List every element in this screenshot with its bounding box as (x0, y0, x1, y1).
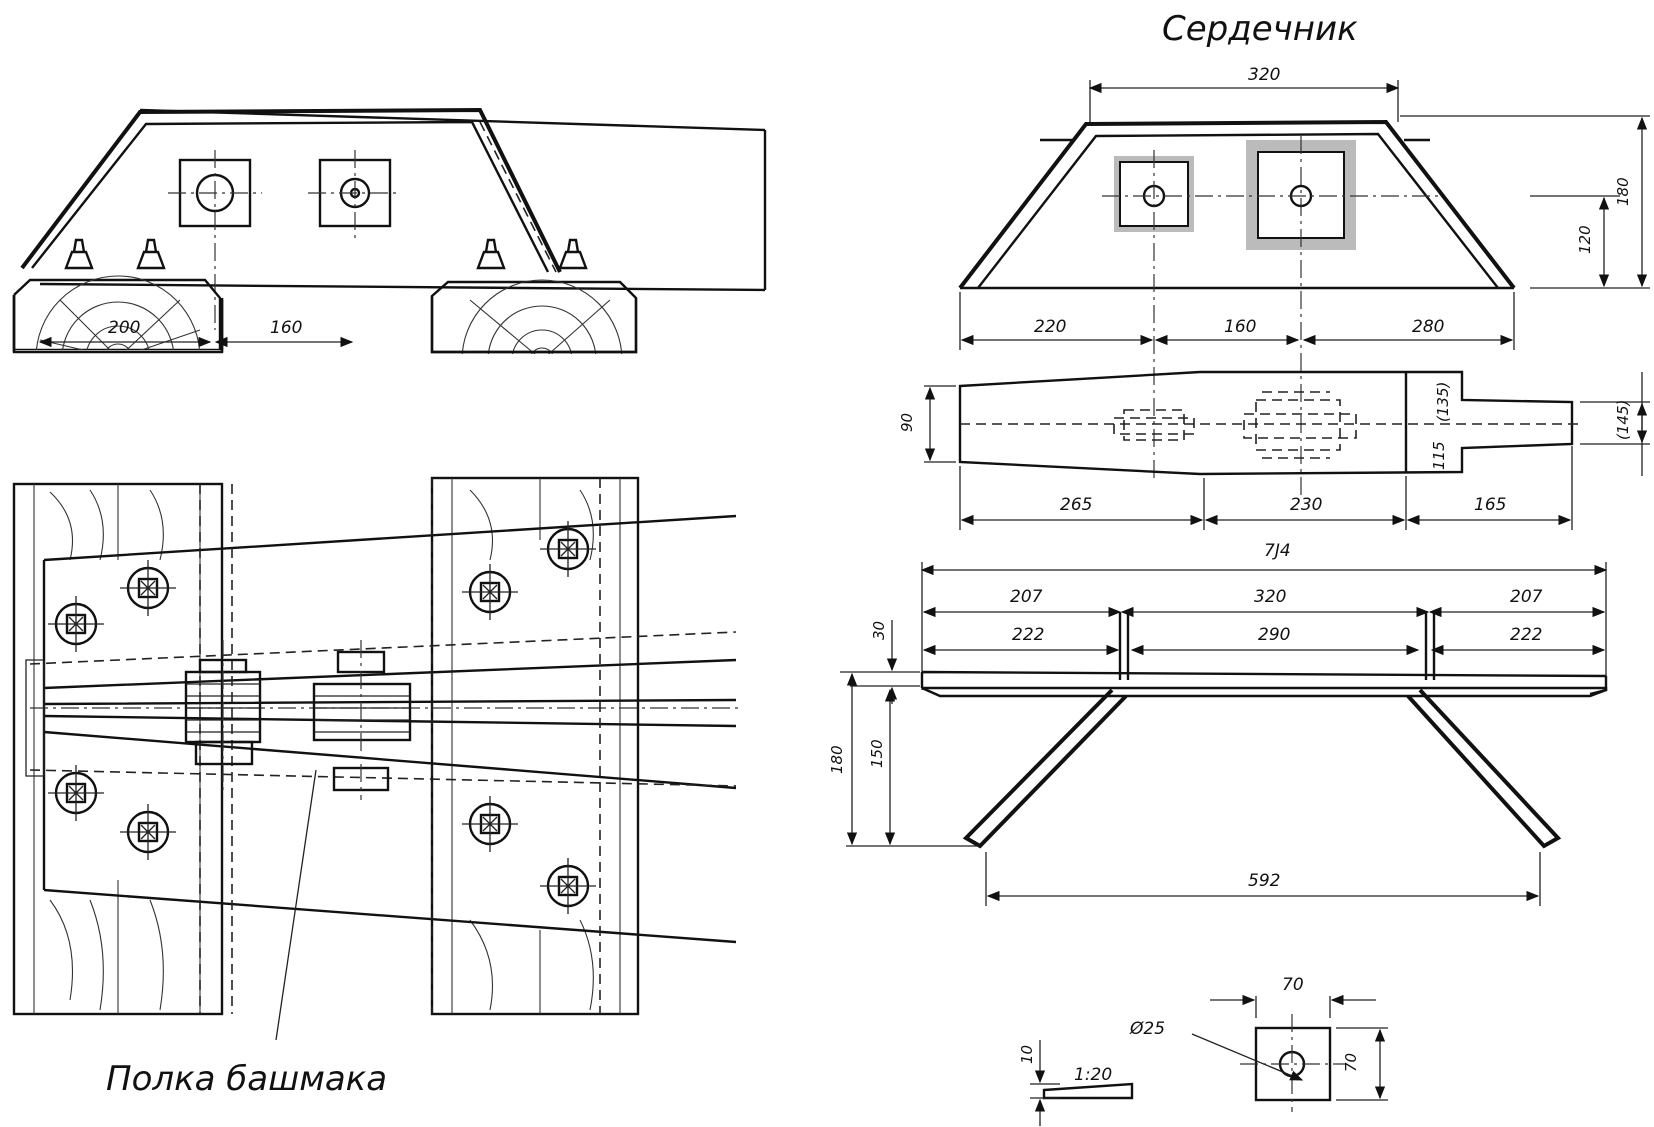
nut-icons (64, 238, 588, 270)
dim-150: 150 (868, 739, 886, 768)
dim-265: 265 (1060, 495, 1092, 515)
dim-115: 115 (1430, 441, 1448, 470)
dim-160-left: 160 (270, 318, 302, 338)
dim-70-top: 70 (1282, 975, 1304, 995)
dim-280: 280 (1412, 317, 1444, 337)
dim-diameter: Ø25 (1129, 1019, 1165, 1039)
dim-320-mid: 320 (1254, 587, 1286, 607)
core-bracket: 7Ј4 207 320 207 222 290 222 30 180 150 5 (828, 541, 1608, 906)
dim-180-right: 180 (1614, 177, 1632, 206)
dim-120-right: 120 (1576, 225, 1594, 254)
core-title: Сердечник (1162, 9, 1358, 49)
dim-222-left: 222 (1012, 625, 1044, 645)
dim-70-side: 70 (1342, 1053, 1360, 1072)
dim-200: 200 (108, 318, 140, 338)
dim-207-left: 207 (1010, 587, 1043, 607)
dim-220: 220 (1034, 317, 1066, 337)
bolt-icons (184, 640, 412, 800)
core-elevation: 320 180 120 220 160 280 (958, 65, 1650, 500)
dim-592: 592 (1248, 871, 1280, 891)
dim-160: 160 (1224, 317, 1256, 337)
dim-10: 10 (1018, 1045, 1036, 1064)
washer-detail: Ø25 70 70 (1129, 975, 1388, 1112)
core-outline (958, 119, 1516, 290)
dim-145: (145) (1614, 400, 1632, 440)
shelf-caption: Полка башмака (106, 1059, 387, 1099)
dim-230: 230 (1290, 495, 1322, 515)
dim-90: 90 (898, 413, 916, 432)
frog-core (43, 658, 737, 790)
wedge-plate (1042, 1082, 1134, 1100)
bent-strap (20, 107, 562, 273)
dim-290: 290 (1258, 625, 1290, 645)
fastener-icons (48, 521, 596, 914)
core-plan: 90 (135) 115 (145) 265 230 165 (898, 370, 1650, 530)
caption-leader (275, 769, 317, 1041)
dim-30: 30 (870, 621, 888, 640)
dim-165: 165 (1474, 495, 1506, 515)
plan-view-left (12, 476, 740, 1041)
rail-beam (39, 108, 767, 292)
dim-207-right: 207 (1510, 587, 1543, 607)
dim-135: (135) (1434, 382, 1452, 422)
dim-320-top: 320 (1248, 65, 1280, 85)
dim-734: 7Ј4 (1264, 541, 1291, 561)
sleeper-plan-right (430, 476, 640, 1016)
dim-slope: 1:20 (1074, 1065, 1112, 1085)
dim-222-right: 222 (1510, 625, 1542, 645)
dim-180-bracket: 180 (828, 745, 846, 774)
wedge-section: 10 1:20 (1018, 1040, 1134, 1126)
side-view-left: 200 160 (0, 107, 767, 464)
